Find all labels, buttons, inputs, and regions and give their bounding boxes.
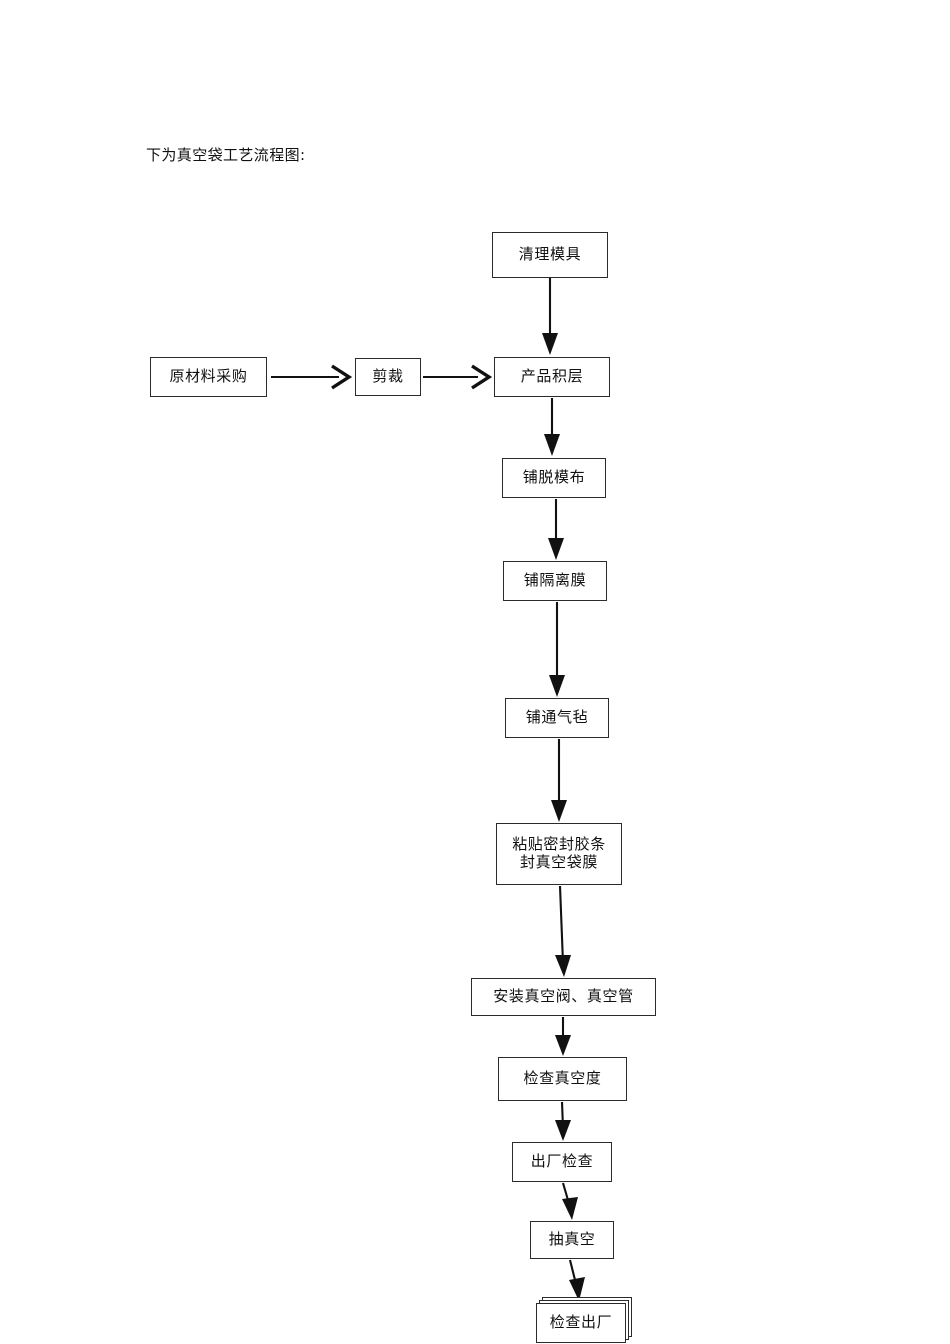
node-clean-mold-label: 清理模具 bbox=[518, 245, 582, 264]
edge-breather-felt-to-seal-tape bbox=[551, 739, 567, 822]
edge-separation-film-to-breather-felt bbox=[549, 602, 565, 697]
edge-seal-tape-to-install-valve bbox=[555, 885, 571, 977]
node-factory-inspection-label: 出厂检查 bbox=[530, 1152, 594, 1171]
node-lay-separation-film-label: 铺隔离膜 bbox=[523, 571, 587, 590]
edge-check-vacuum-to-factory-check bbox=[555, 1101, 571, 1141]
node-check-vacuum-degree-label: 检查真空度 bbox=[523, 1069, 602, 1088]
node-seal-tape-and-bag-film-label: 粘贴密封胶条 封真空袋膜 bbox=[512, 835, 606, 871]
edge-clean-mold-to-layup bbox=[542, 278, 558, 355]
node-cutting-label: 剪裁 bbox=[372, 367, 404, 386]
node-clean-mold[interactable]: 清理模具 bbox=[492, 232, 608, 278]
node-product-layup[interactable]: 产品积层 bbox=[494, 357, 610, 397]
node-vacuum-pumping-label: 抽真空 bbox=[548, 1230, 596, 1249]
node-lay-breather-felt[interactable]: 铺通气毡 bbox=[505, 698, 609, 738]
edge-raw-material-to-cutting bbox=[271, 364, 353, 390]
edge-layup-to-release-cloth bbox=[544, 398, 560, 456]
node-install-vacuum-valve-and-tube[interactable]: 安装真空阀、真空管 bbox=[471, 978, 656, 1016]
node-install-vacuum-valve-and-tube-label: 安装真空阀、真空管 bbox=[493, 987, 634, 1006]
node-cutting[interactable]: 剪裁 bbox=[355, 358, 421, 396]
node-check-shipment[interactable]: 检查出厂 bbox=[536, 1303, 626, 1343]
node-lay-release-cloth[interactable]: 铺脱模布 bbox=[502, 458, 606, 498]
edge-factory-check-to-vacuum-pump bbox=[561, 1182, 578, 1220]
edge-vacuum-pump-to-check-shipment bbox=[568, 1259, 585, 1301]
node-check-vacuum-degree[interactable]: 检查真空度 bbox=[498, 1057, 627, 1101]
node-factory-inspection[interactable]: 出厂检查 bbox=[512, 1142, 612, 1182]
node-lay-release-cloth-label: 铺脱模布 bbox=[522, 468, 586, 487]
node-product-layup-label: 产品积层 bbox=[520, 367, 584, 386]
edge-release-cloth-to-separation-film bbox=[548, 499, 564, 560]
node-seal-tape-and-bag-film[interactable]: 粘贴密封胶条 封真空袋膜 bbox=[496, 823, 622, 885]
node-vacuum-pumping[interactable]: 抽真空 bbox=[530, 1221, 614, 1259]
node-lay-separation-film[interactable]: 铺隔离膜 bbox=[503, 561, 607, 601]
edge-cutting-to-layup bbox=[423, 364, 493, 390]
edge-install-valve-to-check-vacuum bbox=[555, 1017, 571, 1056]
node-lay-breather-felt-label: 铺通气毡 bbox=[525, 708, 589, 727]
node-raw-material-purchase-label: 原材料采购 bbox=[169, 367, 248, 386]
node-raw-material-purchase[interactable]: 原材料采购 bbox=[150, 357, 267, 397]
node-check-shipment-label: 检查出厂 bbox=[549, 1313, 613, 1332]
page-title: 下为真空袋工艺流程图: bbox=[146, 146, 306, 164]
